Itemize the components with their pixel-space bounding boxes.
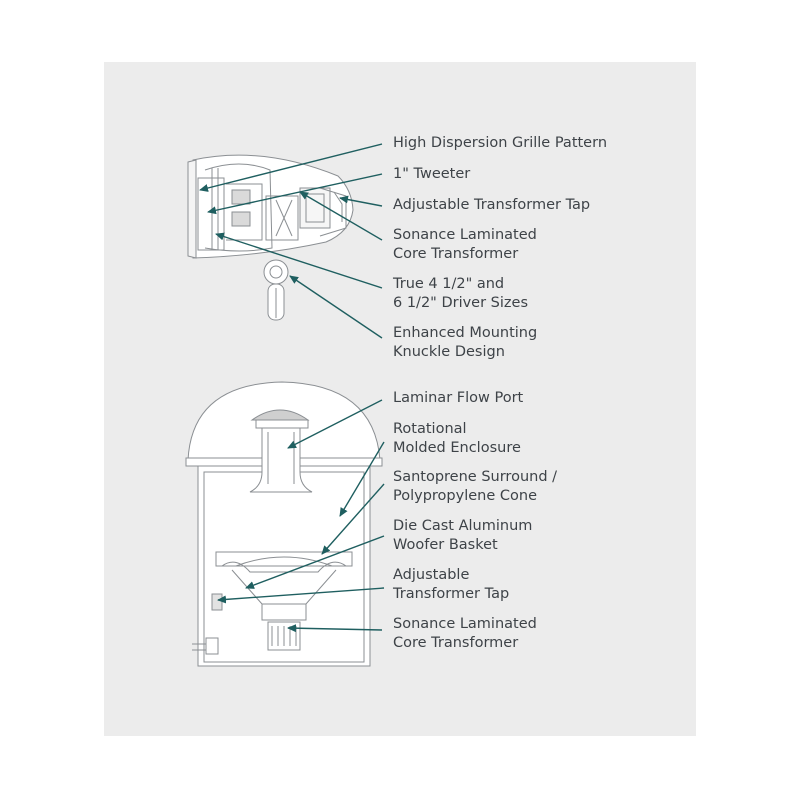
callout-arrow <box>339 195 383 207</box>
label-santoprene-surround: Santoprene Surround / Polypropylene Cone <box>393 469 558 504</box>
label-adjustable-transformer-tap-bottom: Adjustable Transformer Tap <box>393 567 510 602</box>
label-tweeter: 1" Tweeter <box>393 166 471 182</box>
callout-arrow <box>245 535 385 589</box>
callout-arrow <box>289 275 383 339</box>
label-high-dispersion-grille-pattern: High Dispersion Grille Pattern <box>393 135 608 151</box>
label-sonance-laminated-core-transformer-top: Sonance Laminated Core Transformer <box>393 227 537 262</box>
callout-arrow <box>339 441 385 517</box>
speaker-side-view <box>187 154 354 321</box>
label-adjustable-transformer-tap-top: Adjustable Transformer Tap <box>393 197 591 213</box>
callout-arrow <box>215 232 383 289</box>
speaker-front-cutaway <box>185 381 383 667</box>
label-driver-sizes: True 4 1/2" and 6 1/2" Driver Sizes <box>393 276 528 311</box>
label-enhanced-mounting-knuckle: Enhanced Mounting Knuckle Design <box>393 325 538 360</box>
callout-arrow <box>287 624 383 633</box>
callout-arrow <box>207 173 383 215</box>
callout-arrow <box>287 399 383 449</box>
callout-arrow <box>217 587 385 604</box>
label-die-cast-aluminum-basket: Die Cast Aluminum Woofer Basket <box>393 518 533 553</box>
label-rotational-molded-enclosure: Rotational Molded Enclosure <box>393 421 521 456</box>
label-laminar-flow-port: Laminar Flow Port <box>393 390 524 406</box>
callout-arrow <box>321 483 385 555</box>
callout-arrow <box>299 191 383 241</box>
label-sonance-laminated-core-transformer-bottom: Sonance Laminated Core Transformer <box>393 616 537 651</box>
callout-arrow <box>199 143 383 192</box>
